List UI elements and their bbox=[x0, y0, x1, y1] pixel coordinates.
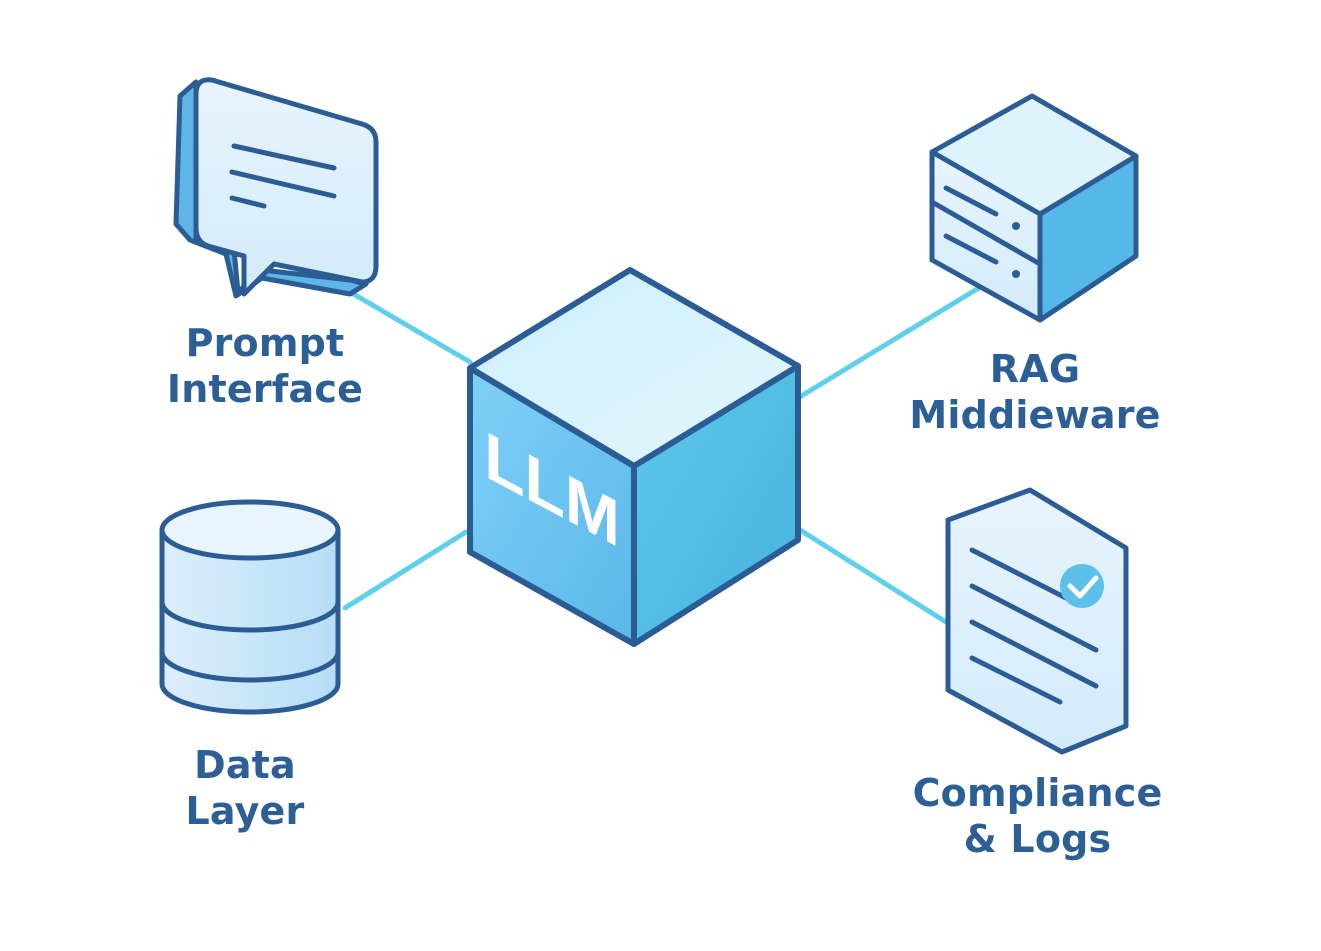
prompt-interface-line1: Prompt bbox=[185, 321, 345, 365]
connectors bbox=[342, 283, 985, 625]
prompt-interface-line2: Interface bbox=[166, 367, 364, 411]
compliance-logs-line1: Compliance bbox=[912, 771, 1163, 815]
chat-bubble-icon bbox=[173, 77, 379, 299]
rag-middleware-line1: RAG bbox=[989, 347, 1081, 391]
check-badge bbox=[1060, 564, 1104, 608]
server-icon bbox=[929, 93, 1139, 323]
connector-prompt bbox=[347, 289, 473, 365]
data-layer-line1: Data bbox=[194, 743, 296, 787]
prompt-interface-label: Prompt Interface bbox=[140, 320, 390, 412]
rag-middleware-line2: Middieware bbox=[909, 393, 1161, 437]
connector-data bbox=[342, 529, 469, 611]
compliance-logs-line2: & Logs bbox=[963, 817, 1112, 861]
cube-top-face bbox=[467, 267, 801, 469]
rag-middleware-label: RAG Middieware bbox=[900, 346, 1170, 438]
data-layer-label: Data Layer bbox=[150, 742, 340, 834]
document-check-icon bbox=[945, 487, 1129, 755]
compliance-logs-label: Compliance & Logs bbox=[905, 770, 1170, 862]
database-icon bbox=[159, 499, 341, 715]
connector-compliance bbox=[797, 527, 949, 625]
llm-cube bbox=[467, 267, 801, 647]
connector-rag bbox=[795, 283, 985, 401]
data-layer-line2: Layer bbox=[185, 789, 305, 833]
